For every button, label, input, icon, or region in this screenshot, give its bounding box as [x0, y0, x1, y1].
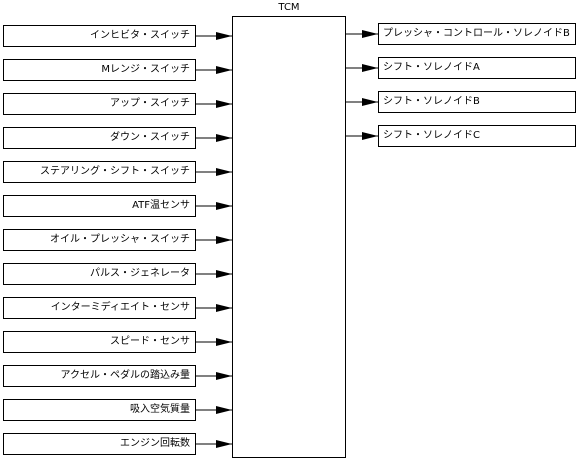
input-signal-label: ステアリング・シフト・スイッチ — [40, 166, 190, 177]
output-signal-box: シフト・ソレノイドB — [378, 91, 576, 113]
input-signal-box: アップ・スイッチ — [3, 93, 196, 115]
input-signal-label: オイル・プレッシャ・スイッチ — [50, 234, 190, 245]
input-signal-box: ATF温センサ — [3, 195, 196, 217]
output-signal-label: シフト・ソレノイドA — [383, 62, 480, 73]
input-signal-label: アクセル・ペダルの踏込み量 — [60, 370, 191, 381]
output-signal-box: プレッシャ・コントロール・ソレノイドB — [378, 23, 576, 45]
output-signal-box: シフト・ソレノイドC — [378, 125, 576, 147]
input-signal-box: パルス・ジェネレータ — [3, 263, 196, 285]
input-signal-label: ダウン・スイッチ — [110, 132, 190, 143]
input-signal-label: アップ・スイッチ — [110, 98, 190, 109]
input-signal-label: インヒビタ・スイッチ — [90, 30, 190, 41]
input-signal-label: 吸入空気質量 — [130, 404, 190, 415]
input-signal-box: アクセル・ペダルの踏込み量 — [3, 365, 196, 387]
output-signal-label: プレッシャ・コントロール・ソレノイドB — [383, 28, 570, 39]
output-signal-label: シフト・ソレノイドC — [383, 130, 480, 141]
input-signal-box: インターミディエイト・センサ — [3, 297, 196, 319]
tcm-block — [232, 16, 346, 458]
input-signal-label: Mレンジ・スイッチ — [101, 64, 190, 75]
input-signal-box: スピード・センサ — [3, 331, 196, 353]
input-signal-label: ATF温センサ — [132, 200, 190, 211]
input-signal-label: エンジン回転数 — [120, 438, 190, 449]
input-signal-label: インターミディエイト・センサ — [50, 302, 190, 313]
input-signal-label: パルス・ジェネレータ — [90, 268, 190, 279]
input-signal-box: 吸入空気質量 — [3, 399, 196, 421]
output-signal-label: シフト・ソレノイドB — [383, 96, 480, 107]
input-signal-box: オイル・プレッシャ・スイッチ — [3, 229, 196, 251]
output-signal-box: シフト・ソレノイドA — [378, 57, 576, 79]
input-signal-box: インヒビタ・スイッチ — [3, 25, 196, 47]
input-signal-box: Mレンジ・スイッチ — [3, 59, 196, 81]
tcm-title: TCM — [278, 2, 300, 13]
input-signal-label: スピード・センサ — [110, 336, 190, 347]
input-signal-box: ダウン・スイッチ — [3, 127, 196, 149]
input-signal-box: ステアリング・シフト・スイッチ — [3, 161, 196, 183]
input-signal-box: エンジン回転数 — [3, 433, 196, 455]
